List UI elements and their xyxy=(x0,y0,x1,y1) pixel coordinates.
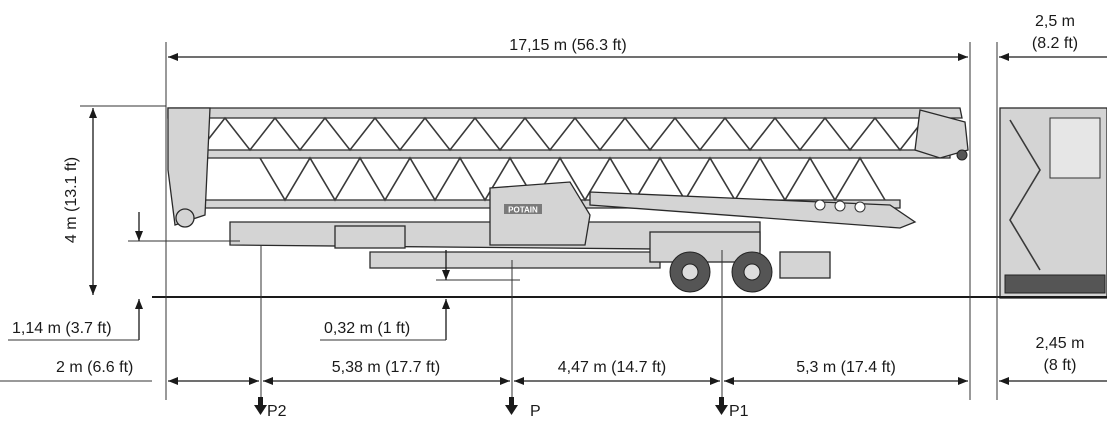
track-width-label-m: 2,45 m xyxy=(1036,335,1085,352)
top-width-label-ft: (8.2 ft) xyxy=(1032,35,1078,52)
strut-hole-2 xyxy=(834,200,846,212)
crane-front-view xyxy=(999,107,1107,299)
crane-side-view: POTAIN xyxy=(167,107,969,293)
load-p1-label: P1 xyxy=(729,403,749,420)
load-p2-label: P2 xyxy=(267,403,287,420)
front-view-drum xyxy=(1049,117,1101,179)
load-arrow-p1: P1 xyxy=(715,397,749,420)
front-wheel-hub xyxy=(743,263,761,281)
mast-lattice xyxy=(259,156,886,202)
strut-hole-3 xyxy=(854,201,866,213)
rear-pulley xyxy=(175,208,195,228)
load-arrow-p: P xyxy=(505,397,541,420)
clearance-label: 0,32 m (1 ft) xyxy=(324,320,410,337)
track-width-label-ft: (8 ft) xyxy=(1044,357,1077,374)
front-length-label: 5,3 m (17.4 ft) xyxy=(796,359,896,376)
counterweight-block xyxy=(334,225,406,249)
strut-hole-1 xyxy=(814,199,826,211)
potain-logo: POTAIN xyxy=(508,206,538,215)
height-label: 4 m (13.1 ft) xyxy=(63,157,80,243)
jib-tip xyxy=(914,109,969,159)
lower-jib-chord xyxy=(179,149,951,159)
front-view-lattice xyxy=(1009,119,1041,271)
load-p-label: P xyxy=(530,403,541,420)
rear-height-label: 1,14 m (3.7 ft) xyxy=(12,320,112,337)
rear-length-label: 2 m (6.6 ft) xyxy=(56,359,133,376)
front-bumper xyxy=(779,251,831,279)
rear-wheel-hub xyxy=(681,263,699,281)
hook-block xyxy=(956,149,968,161)
front-view-axle xyxy=(1004,274,1106,294)
potain-logo-plate xyxy=(504,204,542,214)
jib-head-frame xyxy=(167,107,211,226)
jib-lattice-upper xyxy=(174,116,926,152)
top-width-label-m: 2,5 m xyxy=(1035,13,1075,30)
span-p-p1-label: 4,47 m (14.7 ft) xyxy=(558,359,667,376)
span-p2-p-label: 5,38 m (17.7 ft) xyxy=(332,359,441,376)
overall-length-label: 17,15 m (56.3 ft) xyxy=(509,37,626,54)
upper-jib-chord xyxy=(167,107,963,119)
outrigger-beam xyxy=(369,251,661,269)
load-arrow-p2: P2 xyxy=(254,397,287,420)
